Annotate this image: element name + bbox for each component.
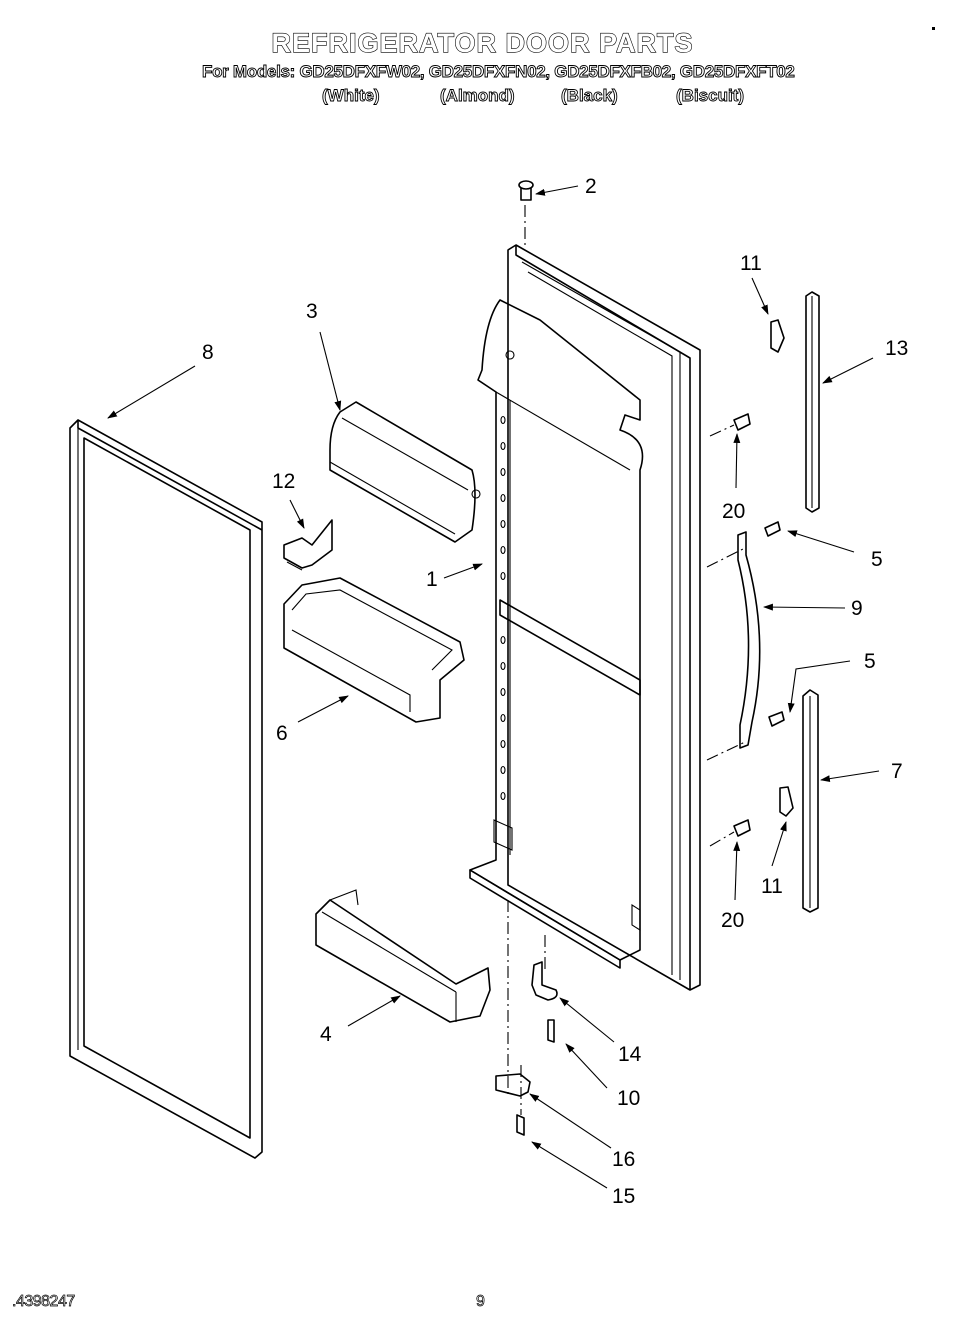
corner-mark [932, 27, 935, 30]
callout-11-top: 11 [740, 252, 762, 275]
dairy-hinge-part [283, 519, 333, 571]
dairy-door-part [329, 401, 481, 543]
callout-16: 16 [612, 1148, 635, 1171]
callout-5-bottom: 5 [864, 650, 876, 673]
trim-upper-part [805, 291, 820, 513]
callout-14: 14 [618, 1043, 642, 1066]
page-title: REFRIGERATOR DOOR PARTS [271, 27, 694, 58]
door-liner [469, 244, 701, 991]
callout-10: 10 [617, 1087, 640, 1110]
hinge-parts [495, 900, 558, 1136]
callout-20-bottom: 20 [721, 909, 744, 932]
callout-8: 8 [202, 341, 214, 364]
screws [709, 413, 785, 847]
color-almond: (Almond) [440, 86, 515, 106]
page-number: 9 [476, 1293, 486, 1311]
callout-1: 1 [426, 568, 438, 591]
plug-part [518, 180, 534, 248]
callout-4: 4 [320, 1023, 332, 1046]
shelf-holes [500, 415, 506, 801]
clip-upper-part [770, 319, 785, 353]
clip-lower-part [779, 786, 794, 817]
callout-11-bottom: 11 [761, 875, 783, 898]
door-bin-part [283, 577, 465, 723]
door-gasket [69, 419, 263, 1159]
lower-bin-part [315, 889, 491, 1023]
callout-20-top: 20 [722, 500, 745, 523]
callout-9: 9 [851, 597, 863, 620]
handle-part [706, 531, 761, 761]
callout-2: 2 [585, 175, 597, 198]
color-white: (White) [322, 86, 380, 106]
document-number: .4398247 [12, 1293, 76, 1311]
callout-5-top: 5 [871, 548, 883, 571]
callout-6: 6 [276, 722, 288, 745]
callout-3: 3 [306, 300, 318, 323]
leader-lines [107, 185, 880, 1189]
color-biscuit: (Biscuit) [676, 86, 745, 106]
callout-12: 12 [272, 470, 295, 493]
color-black: (Black) [561, 86, 619, 106]
callout-13: 13 [885, 337, 908, 360]
trim-lower-part [802, 689, 819, 913]
callout-7: 7 [891, 760, 903, 783]
callout-15: 15 [612, 1185, 635, 1208]
models-line: For Models: GD25DFXFW02, GD25DFXFN02, GD… [202, 62, 796, 82]
